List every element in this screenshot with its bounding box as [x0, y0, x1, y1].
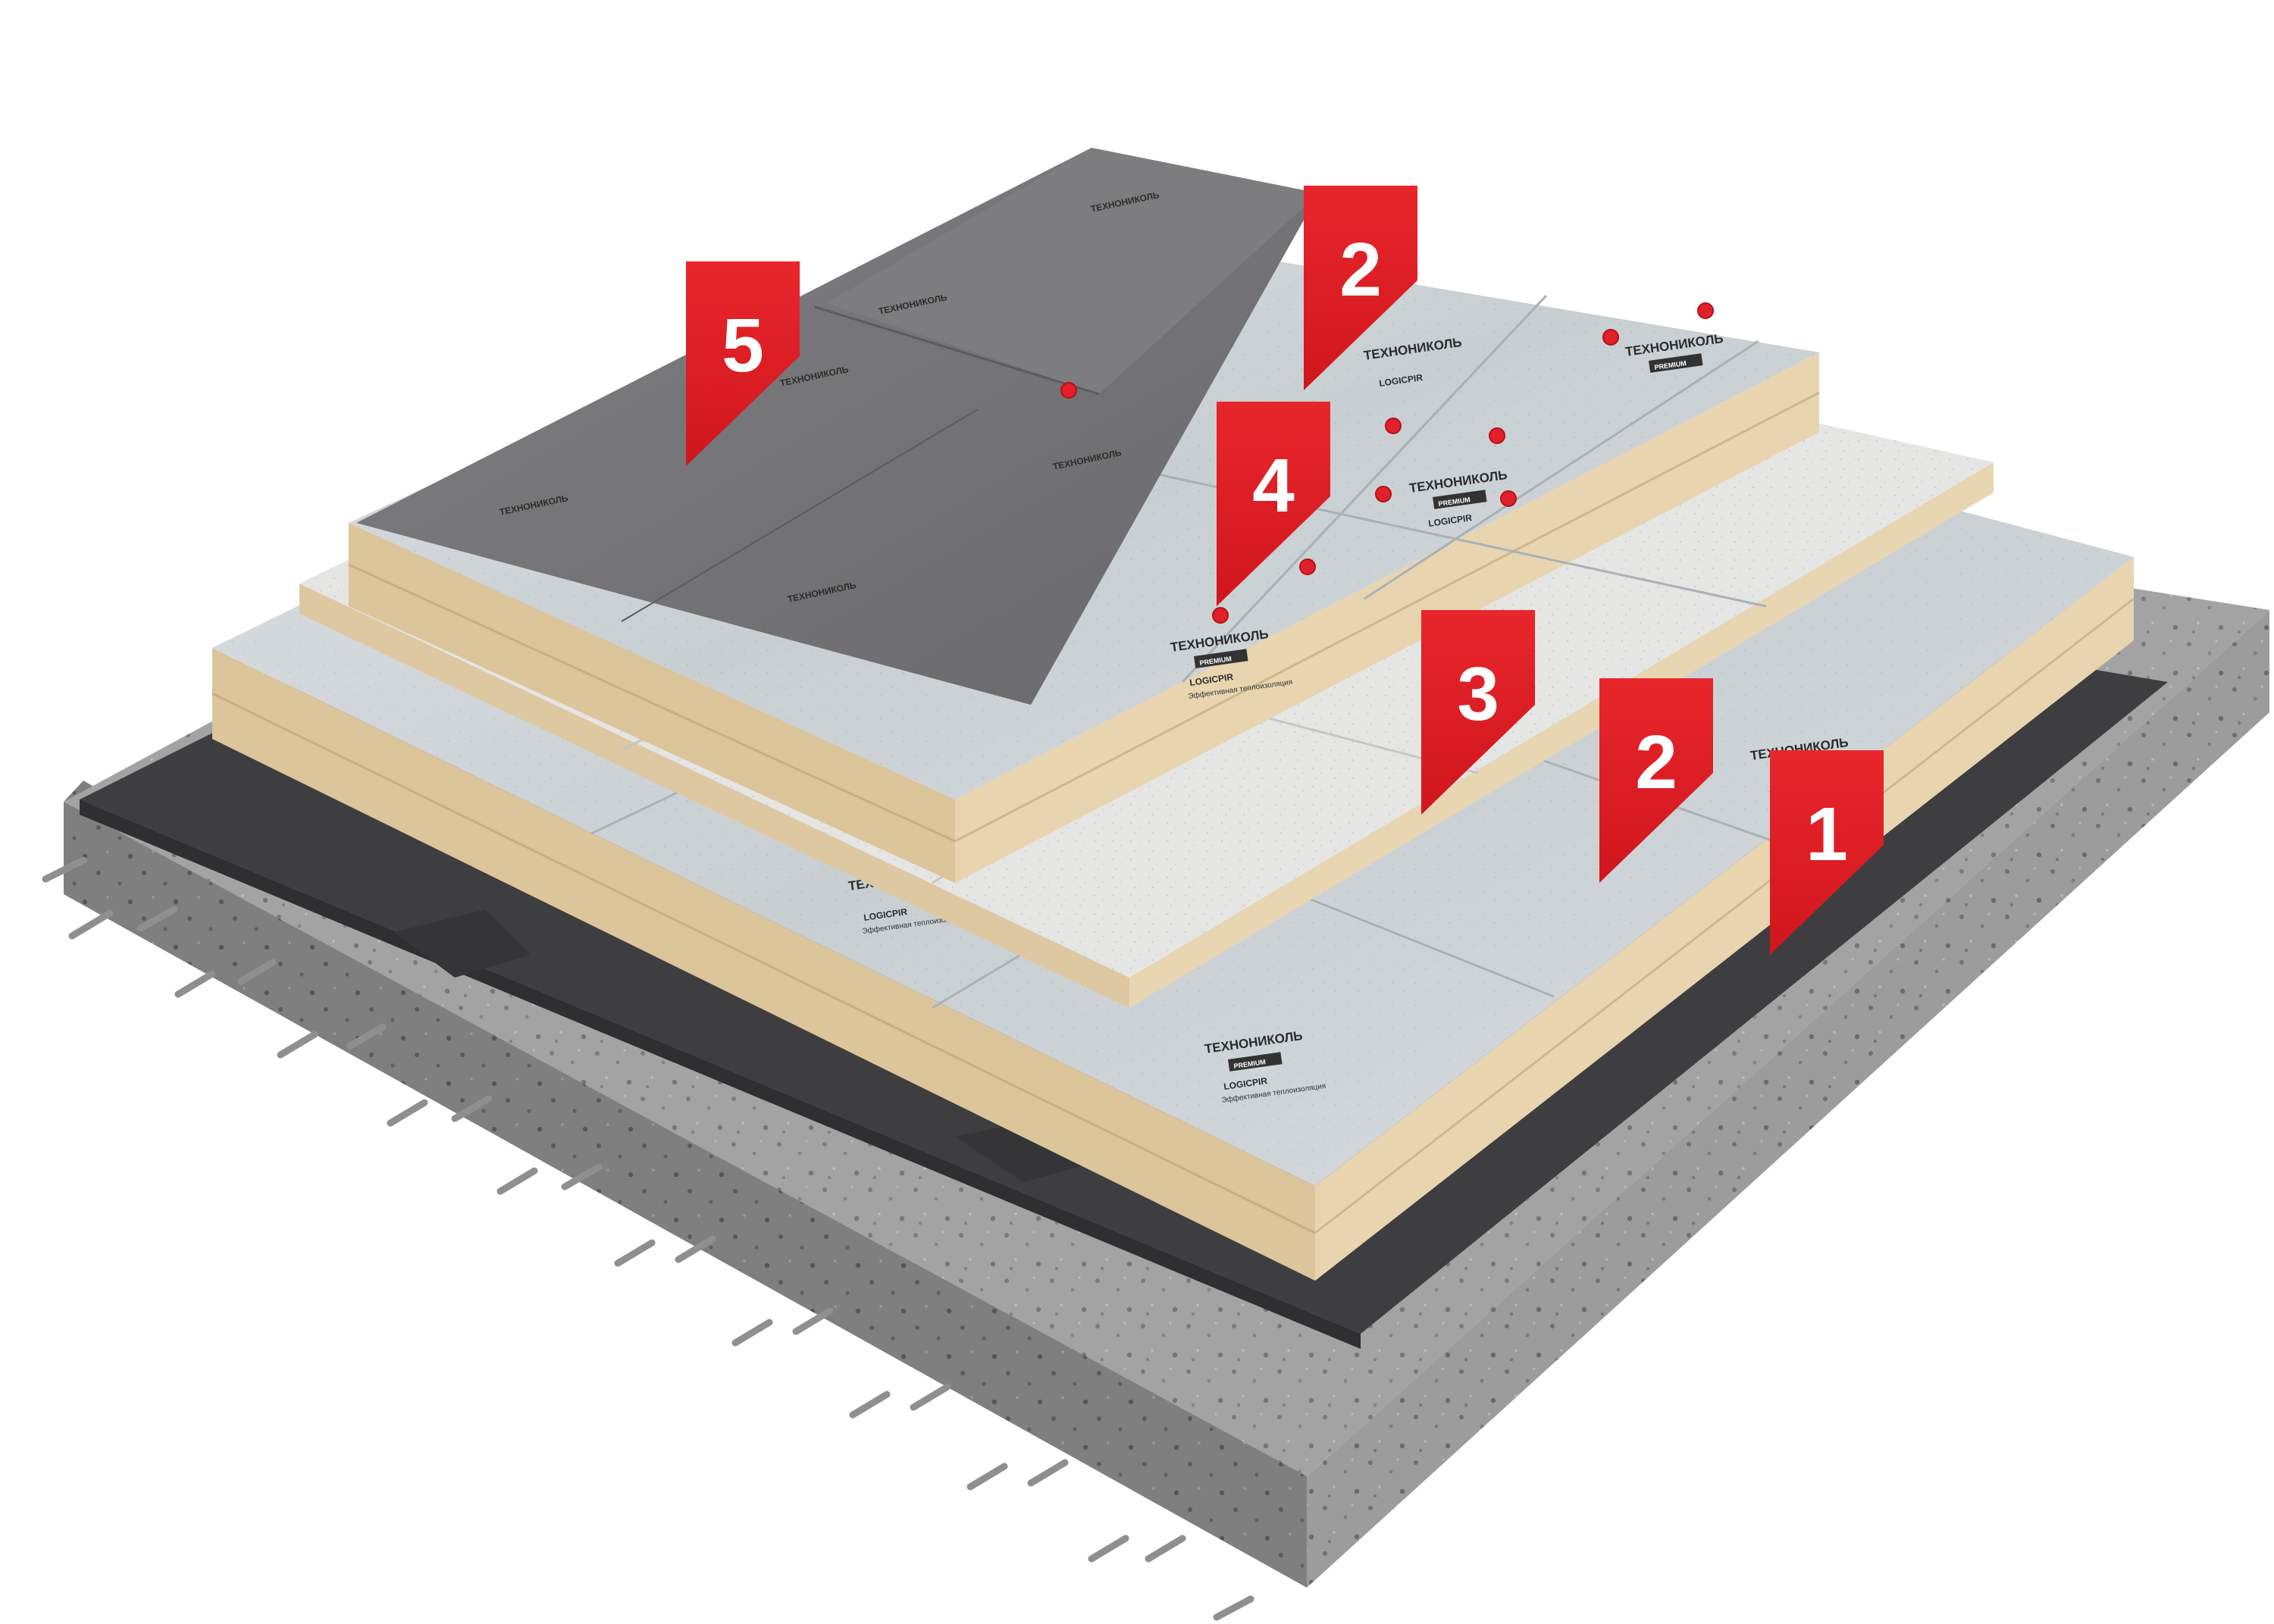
callout-badges: 1 2 3 4 2 5	[686, 186, 1884, 955]
svg-text:2: 2	[1339, 227, 1382, 312]
callout-badge-3: 3	[1421, 610, 1535, 815]
callout-badge-5: 5	[686, 261, 800, 466]
callout-badge-1: 1	[1770, 750, 1884, 955]
svg-text:5: 5	[722, 303, 764, 388]
svg-text:2: 2	[1635, 720, 1677, 805]
callout-badge-2-upper: 2	[1304, 186, 1417, 390]
callout-badge-4: 4	[1217, 402, 1330, 606]
rebar-stubs	[42, 856, 1254, 1621]
callout-badge-2-lower: 2	[1599, 678, 1713, 883]
svg-text:4: 4	[1252, 443, 1295, 528]
svg-text:3: 3	[1457, 652, 1499, 737]
svg-text:1: 1	[1806, 792, 1848, 877]
membrane-layer: ТЕХНОНИКОЛЬ ТЕХНОНИКОЛЬ ТЕХНОНИКОЛЬ ТЕХН…	[356, 148, 1319, 705]
